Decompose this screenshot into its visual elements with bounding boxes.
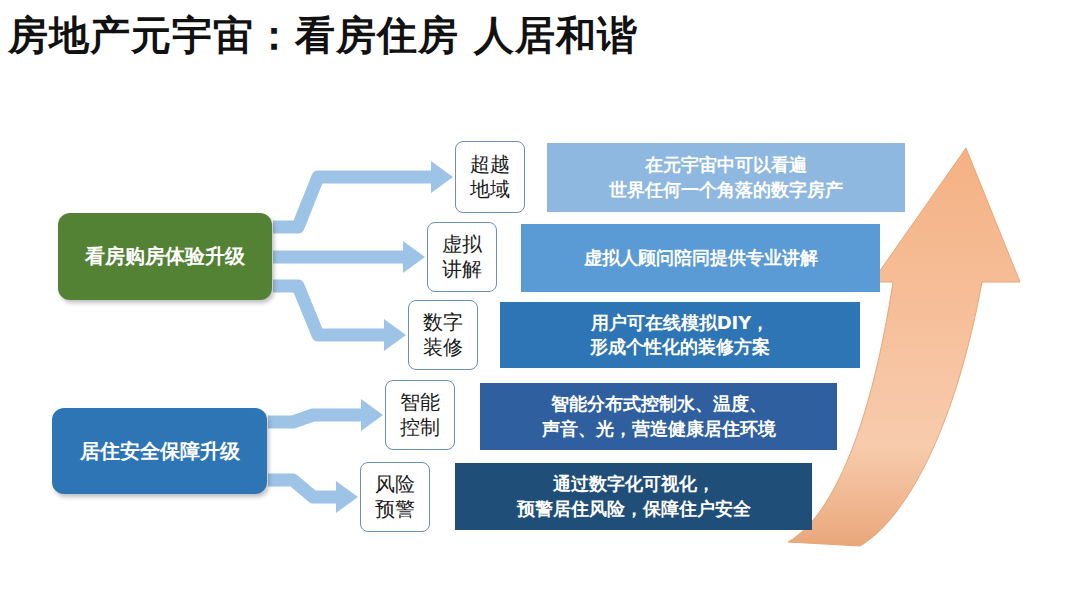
block-arrow xyxy=(268,415,361,422)
category-box: 看房购房体验升级 xyxy=(58,213,272,300)
block-arrow xyxy=(273,177,431,227)
node-text: 用户可在线模拟DIY， 形成个性化的装修方案 xyxy=(550,311,810,360)
node-text: 超越地域 xyxy=(469,152,511,202)
feature-bar: 智能分布式控制水、温度、 声音、光，营造健康居住环境 xyxy=(480,383,837,450)
feature-tag: 虚拟讲解 xyxy=(427,222,497,292)
feature-bar: 在元宇宙中可以看遍 世界任何一个角落的数字房产 xyxy=(547,143,905,212)
node-text: 智能分布式控制水、温度、 声音、光，营造健康居住环境 xyxy=(529,392,789,441)
node-text: 看房购房体验升级 xyxy=(85,243,245,270)
block-arrow xyxy=(273,286,384,335)
feature-tag: 超越地域 xyxy=(455,141,525,213)
category-box: 居住安全保障升级 xyxy=(52,408,267,494)
node-text: 在元宇宙中可以看遍 世界任何一个角落的数字房产 xyxy=(596,153,856,202)
feature-bar: 虚拟人顾问陪同提供专业讲解 xyxy=(521,224,880,292)
feature-tag: 风险预警 xyxy=(360,462,430,532)
feature-bar: 用户可在线模拟DIY， 形成个性化的装修方案 xyxy=(500,302,860,368)
block-arrow xyxy=(268,480,336,497)
node-text: 虚拟人顾问陪同提供专业讲解 xyxy=(584,246,818,270)
node-text: 通过数字化可视化， 预警居住风险，保障住户安全 xyxy=(504,472,764,521)
feature-tag: 数字装修 xyxy=(408,300,478,370)
node-text: 数字装修 xyxy=(422,310,464,360)
node-text: 风险预警 xyxy=(374,472,416,522)
block-arrow xyxy=(273,251,403,264)
node-text: 智能控制 xyxy=(399,390,441,440)
feature-tag: 智能控制 xyxy=(385,380,455,450)
node-text: 居住安全保障升级 xyxy=(80,438,240,465)
feature-bar: 通过数字化可视化， 预警居住风险，保障住户安全 xyxy=(455,463,812,530)
page-title: 房地产元宇宙：看房住房 人居和谐 xyxy=(8,8,638,63)
node-text: 虚拟讲解 xyxy=(441,232,483,282)
